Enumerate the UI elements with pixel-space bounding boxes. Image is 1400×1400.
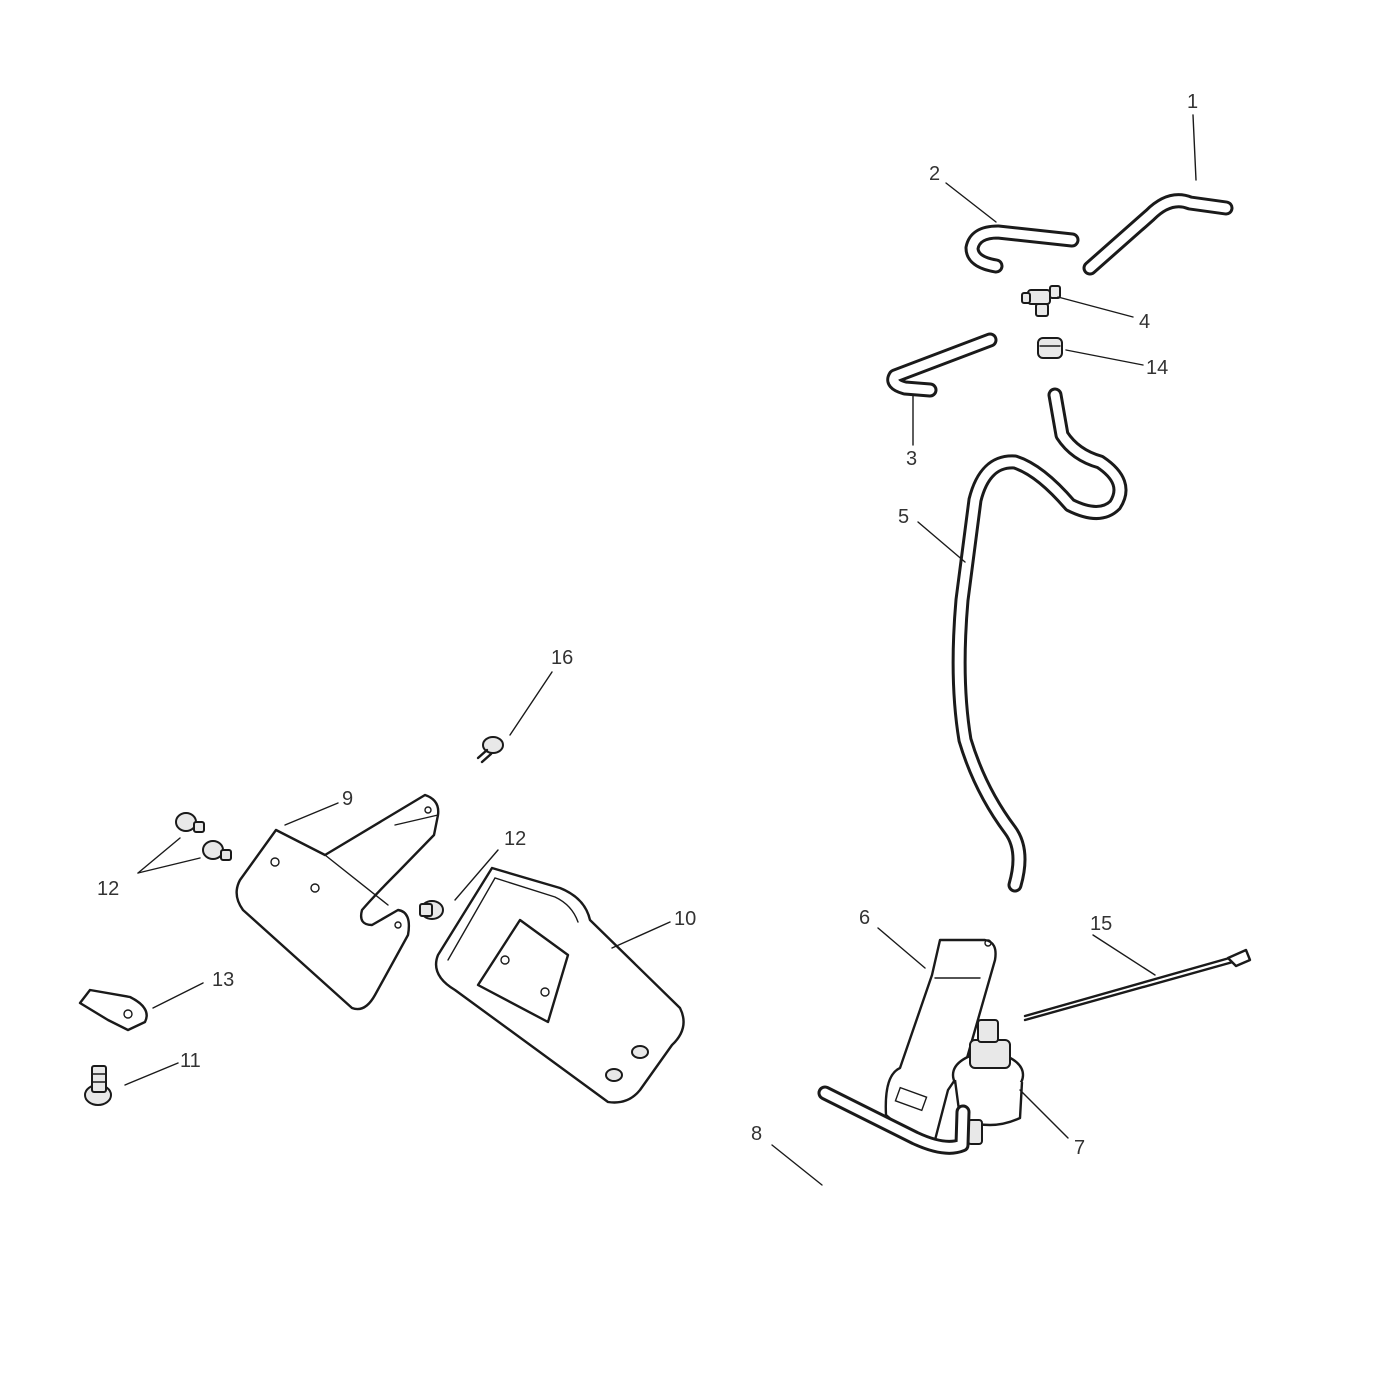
callout-8: 8 (751, 1123, 762, 1145)
part-12-bolt-center (419, 900, 444, 920)
part-10-canister (434, 866, 685, 1104)
part-8-hose (817, 1085, 971, 1155)
part-16-bolt (476, 736, 504, 764)
callout-12-left: 12 (97, 878, 119, 900)
part-14-cap (1037, 337, 1063, 359)
callout-4: 4 (1139, 311, 1150, 333)
part-12-bolt-upper (175, 812, 205, 833)
part-4-tee-fitting (1021, 285, 1061, 317)
part-7-valve (951, 1019, 1025, 1145)
callout-5: 5 (898, 506, 909, 528)
callout-16: 16 (551, 647, 573, 669)
callout-13: 13 (212, 969, 234, 991)
callout-7: 7 (1074, 1137, 1085, 1159)
callout-11: 11 (180, 1050, 201, 1072)
leader-lines (124, 114, 1197, 1186)
callout-15: 15 (1090, 913, 1112, 935)
part-11-bolt (84, 1065, 112, 1106)
callout-12-center: 12 (504, 828, 526, 850)
part-12-bolt-lower (202, 840, 232, 861)
callout-3: 3 (906, 448, 917, 470)
part-5-hose (951, 387, 1128, 893)
callout-6: 6 (859, 907, 870, 929)
callout-labels: 1 2 3 4 14 5 16 9 12 12 10 15 6 13 11 8 … (97, 91, 1198, 1159)
part-1-hose (1082, 193, 1234, 276)
part-15-rod (1023, 948, 1252, 1022)
part-2-hose (964, 224, 1080, 274)
callout-10: 10 (674, 908, 696, 930)
part-9-bracket (235, 793, 440, 1011)
callout-1: 1 (1187, 91, 1198, 113)
part-3-hose (886, 332, 998, 398)
callout-9: 9 (342, 788, 353, 810)
callout-2: 2 (929, 163, 940, 185)
callout-14: 14 (1146, 357, 1168, 379)
part-13-clip (78, 988, 148, 1032)
